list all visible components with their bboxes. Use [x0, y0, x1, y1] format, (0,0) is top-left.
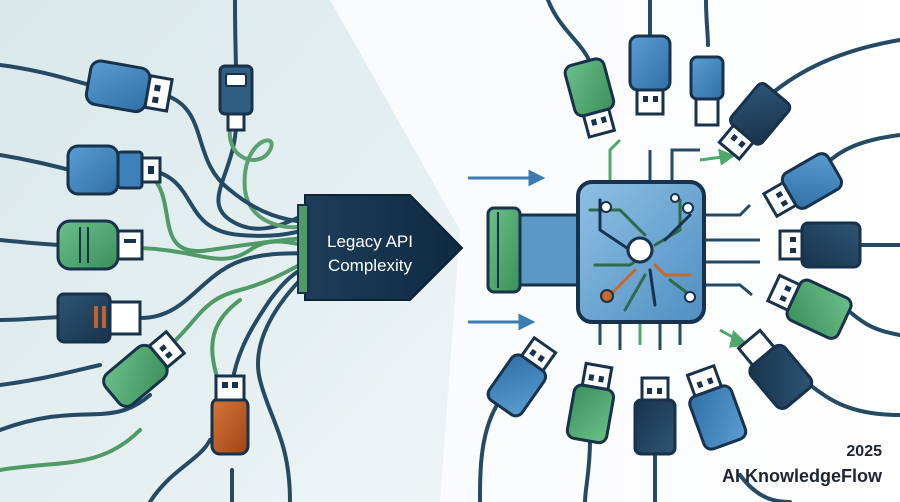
cable [0, 393, 152, 432]
central-label-line-2: Complexity [327, 256, 413, 275]
left-plug-dark [56, 292, 142, 344]
flow-arrows [468, 148, 750, 348]
right-plug-dark-1 [717, 82, 792, 162]
cable [0, 363, 102, 387]
cable [148, 438, 212, 502]
central-label-line-1: Legacy API [326, 232, 413, 251]
right-plug-mini-top [689, 55, 725, 127]
right-plug-blue-bottom-1 [685, 363, 748, 451]
cable [0, 63, 92, 87]
right-plug-blue-top [628, 34, 672, 116]
cable [0, 428, 142, 472]
cable [216, 116, 307, 231]
cable [227, 116, 307, 230]
right-plug-blue-bottom-2 [486, 335, 558, 418]
input-connector [486, 206, 592, 294]
right-plug-dark-3 [736, 328, 814, 410]
right-plug-green-bottom [565, 361, 616, 445]
watermark-brand: AI KnowledgeFlow [722, 466, 882, 486]
cable [138, 251, 307, 320]
right-plug-green-top [563, 57, 617, 139]
left-plug-green [56, 219, 144, 271]
cable [163, 93, 307, 224]
cable [148, 168, 307, 238]
left-plug-top [218, 64, 254, 132]
cable [256, 273, 307, 502]
left-plug-blue-1 [84, 59, 174, 114]
left-plug-orange [210, 374, 250, 456]
right-plug-blue-2 [761, 152, 844, 219]
cable [0, 238, 62, 247]
right-plug-dark-bottom [633, 376, 677, 456]
left-plug-blue-2 [66, 144, 162, 196]
watermark-year: 2025 [846, 443, 882, 460]
cable [0, 153, 72, 172]
legacy-arrow-shape [297, 194, 464, 301]
right-plug-green-2 [765, 273, 853, 340]
cable [233, 0, 238, 72]
hub-chip [576, 180, 706, 324]
cable [138, 239, 307, 261]
cable [0, 315, 62, 322]
cable [163, 260, 307, 352]
left-plug-green-diagonal [102, 329, 187, 408]
right-plug-dark-2 [778, 221, 862, 269]
